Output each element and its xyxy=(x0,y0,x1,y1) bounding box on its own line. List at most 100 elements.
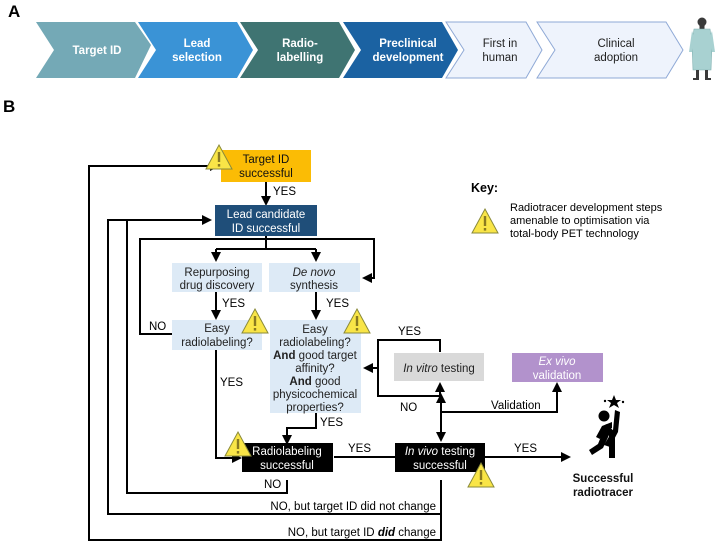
edge-no-target-changed xyxy=(88,161,442,541)
text-post: change xyxy=(395,527,436,539)
node-text-2: radiolabeling? xyxy=(181,337,253,349)
pipeline: Target ID Lead selection Radio- labellin… xyxy=(36,21,684,79)
node-in-vitro-box xyxy=(394,353,484,381)
edge-loop-to-de-novo xyxy=(139,238,375,315)
node-text-2: successful xyxy=(239,168,293,180)
patient-in-gown-icon xyxy=(689,17,715,80)
node-repurposing-box xyxy=(172,263,262,292)
step-label: Target ID xyxy=(73,45,122,57)
italic-part: In vitro xyxy=(403,363,438,375)
step-radiolabelling: Radio- labelling xyxy=(240,22,355,78)
text-rest: good xyxy=(312,376,341,388)
node-target-id-box xyxy=(221,150,311,182)
chevron-target-id xyxy=(36,22,151,78)
node-text-3: And good target xyxy=(273,350,358,362)
node-text-5: And good xyxy=(289,376,340,388)
label-no-changed: NO, but target ID did change xyxy=(288,527,436,539)
node-text-1: Easy xyxy=(204,323,230,335)
chevron-radiolabelling xyxy=(240,22,355,78)
success-line-2: radiotracer xyxy=(573,487,634,499)
node-text-1: De novo xyxy=(293,267,336,279)
step-label-1: Preclinical xyxy=(379,38,437,50)
label-yes: YES xyxy=(320,417,343,429)
node-text-1: Lead candidate xyxy=(227,209,306,221)
key-line-2: amenable to optimisation via xyxy=(510,215,650,227)
label-yes: YES xyxy=(326,298,349,310)
text-rest: testing xyxy=(438,446,475,458)
italic-part: In vivo xyxy=(405,446,439,458)
chevron-clinical-adoption xyxy=(536,21,684,79)
node-text-1: Easy xyxy=(302,324,328,336)
label-yes: YES xyxy=(514,443,537,455)
node-text-4: affinity? xyxy=(295,363,334,375)
chevron-lead-selection xyxy=(138,22,253,78)
chevron-first-in-human xyxy=(445,21,543,79)
node-text-1: In vivo testing xyxy=(405,446,475,458)
node-lead-candidate: Lead candidate ID successful xyxy=(215,205,317,236)
step-preclinical-development: Preclinical development xyxy=(343,22,458,78)
label-yes: YES xyxy=(220,377,243,389)
node-text-1: Target ID xyxy=(243,154,290,166)
label-yes: YES xyxy=(348,443,371,455)
label-no-unchanged: NO, but target ID did not change xyxy=(270,501,436,513)
node-easy-radiolabeling: Easy radiolabeling? xyxy=(172,320,262,350)
label-validation: Validation xyxy=(491,400,541,412)
node-text-1: Repurposing xyxy=(184,267,249,279)
node-easy-combined: Easy radiolabeling? And good target affi… xyxy=(270,320,361,414)
node-text: In vitro testing xyxy=(403,363,475,375)
edge-combined-yes xyxy=(282,413,317,445)
key: Key: Radiotracer development steps amena… xyxy=(471,181,663,240)
connectors xyxy=(88,161,571,541)
step-label-2: selection xyxy=(172,52,222,64)
node-target-id: Target ID successful xyxy=(221,150,311,182)
node-ex-vivo-box xyxy=(512,353,603,382)
node-repurposing: Repurposing drug discovery xyxy=(172,263,262,292)
key-title: Key: xyxy=(471,181,498,195)
chevron-preclinical xyxy=(343,22,458,78)
edge-easy-yes xyxy=(215,350,242,463)
node-text-2: successful xyxy=(260,460,314,472)
step-label-1: First in xyxy=(483,38,518,50)
label-no: NO xyxy=(264,479,281,491)
node-ex-vivo: Ex vivo validation xyxy=(512,353,603,382)
edge-to-ex-vivo xyxy=(441,382,562,413)
node-text-2: synthesis xyxy=(290,280,338,292)
key-line-1: Radiotracer development steps xyxy=(510,202,663,214)
node-in-vitro: In vitro testing xyxy=(394,353,484,381)
node-text-2: radiolabeling? xyxy=(279,337,351,349)
label-yes: YES xyxy=(398,326,421,338)
bold-and: And xyxy=(289,376,311,388)
node-in-vivo-box xyxy=(395,443,485,472)
node-in-vivo: In vivo testing successful xyxy=(395,443,485,472)
panel-a-label: A xyxy=(8,2,20,21)
step-label-1: Lead xyxy=(184,38,211,50)
step-label-2: labelling xyxy=(277,52,324,64)
label-no: NO xyxy=(149,321,166,333)
step-label-1: Clinical xyxy=(597,38,634,50)
step-label-1: Radio- xyxy=(282,38,318,50)
text-rest: good target xyxy=(295,350,357,362)
node-lead-box xyxy=(215,205,317,236)
node-text-2: drug discovery xyxy=(180,280,255,292)
key-line-3: total-body PET technology xyxy=(510,228,639,240)
label-no: NO xyxy=(400,402,417,414)
node-radiolabeling-successful: Radiolabeling successful xyxy=(242,443,333,472)
node-de-novo: De novo synthesis xyxy=(269,263,360,292)
edge-no-target-unchanged xyxy=(107,215,441,515)
celebrating-person-icon xyxy=(589,395,625,458)
node-combined-box xyxy=(270,320,361,413)
edge-no-radiolabel xyxy=(126,220,288,494)
step-lead-selection: Lead selection xyxy=(138,22,253,78)
success-line-1: Successful xyxy=(573,473,634,485)
edge-easy-no xyxy=(139,315,172,335)
node-text-2: validation xyxy=(533,370,582,382)
text-pre: NO, but target ID xyxy=(288,527,378,539)
text-bold: did xyxy=(378,527,396,539)
warning-triangle-icon xyxy=(471,208,499,234)
text-rest: testing xyxy=(438,363,475,375)
step-label-2: development xyxy=(373,52,444,64)
label-yes: YES xyxy=(222,298,245,310)
step-target-id: Target ID xyxy=(36,22,151,78)
label-yes: YES xyxy=(273,186,296,198)
